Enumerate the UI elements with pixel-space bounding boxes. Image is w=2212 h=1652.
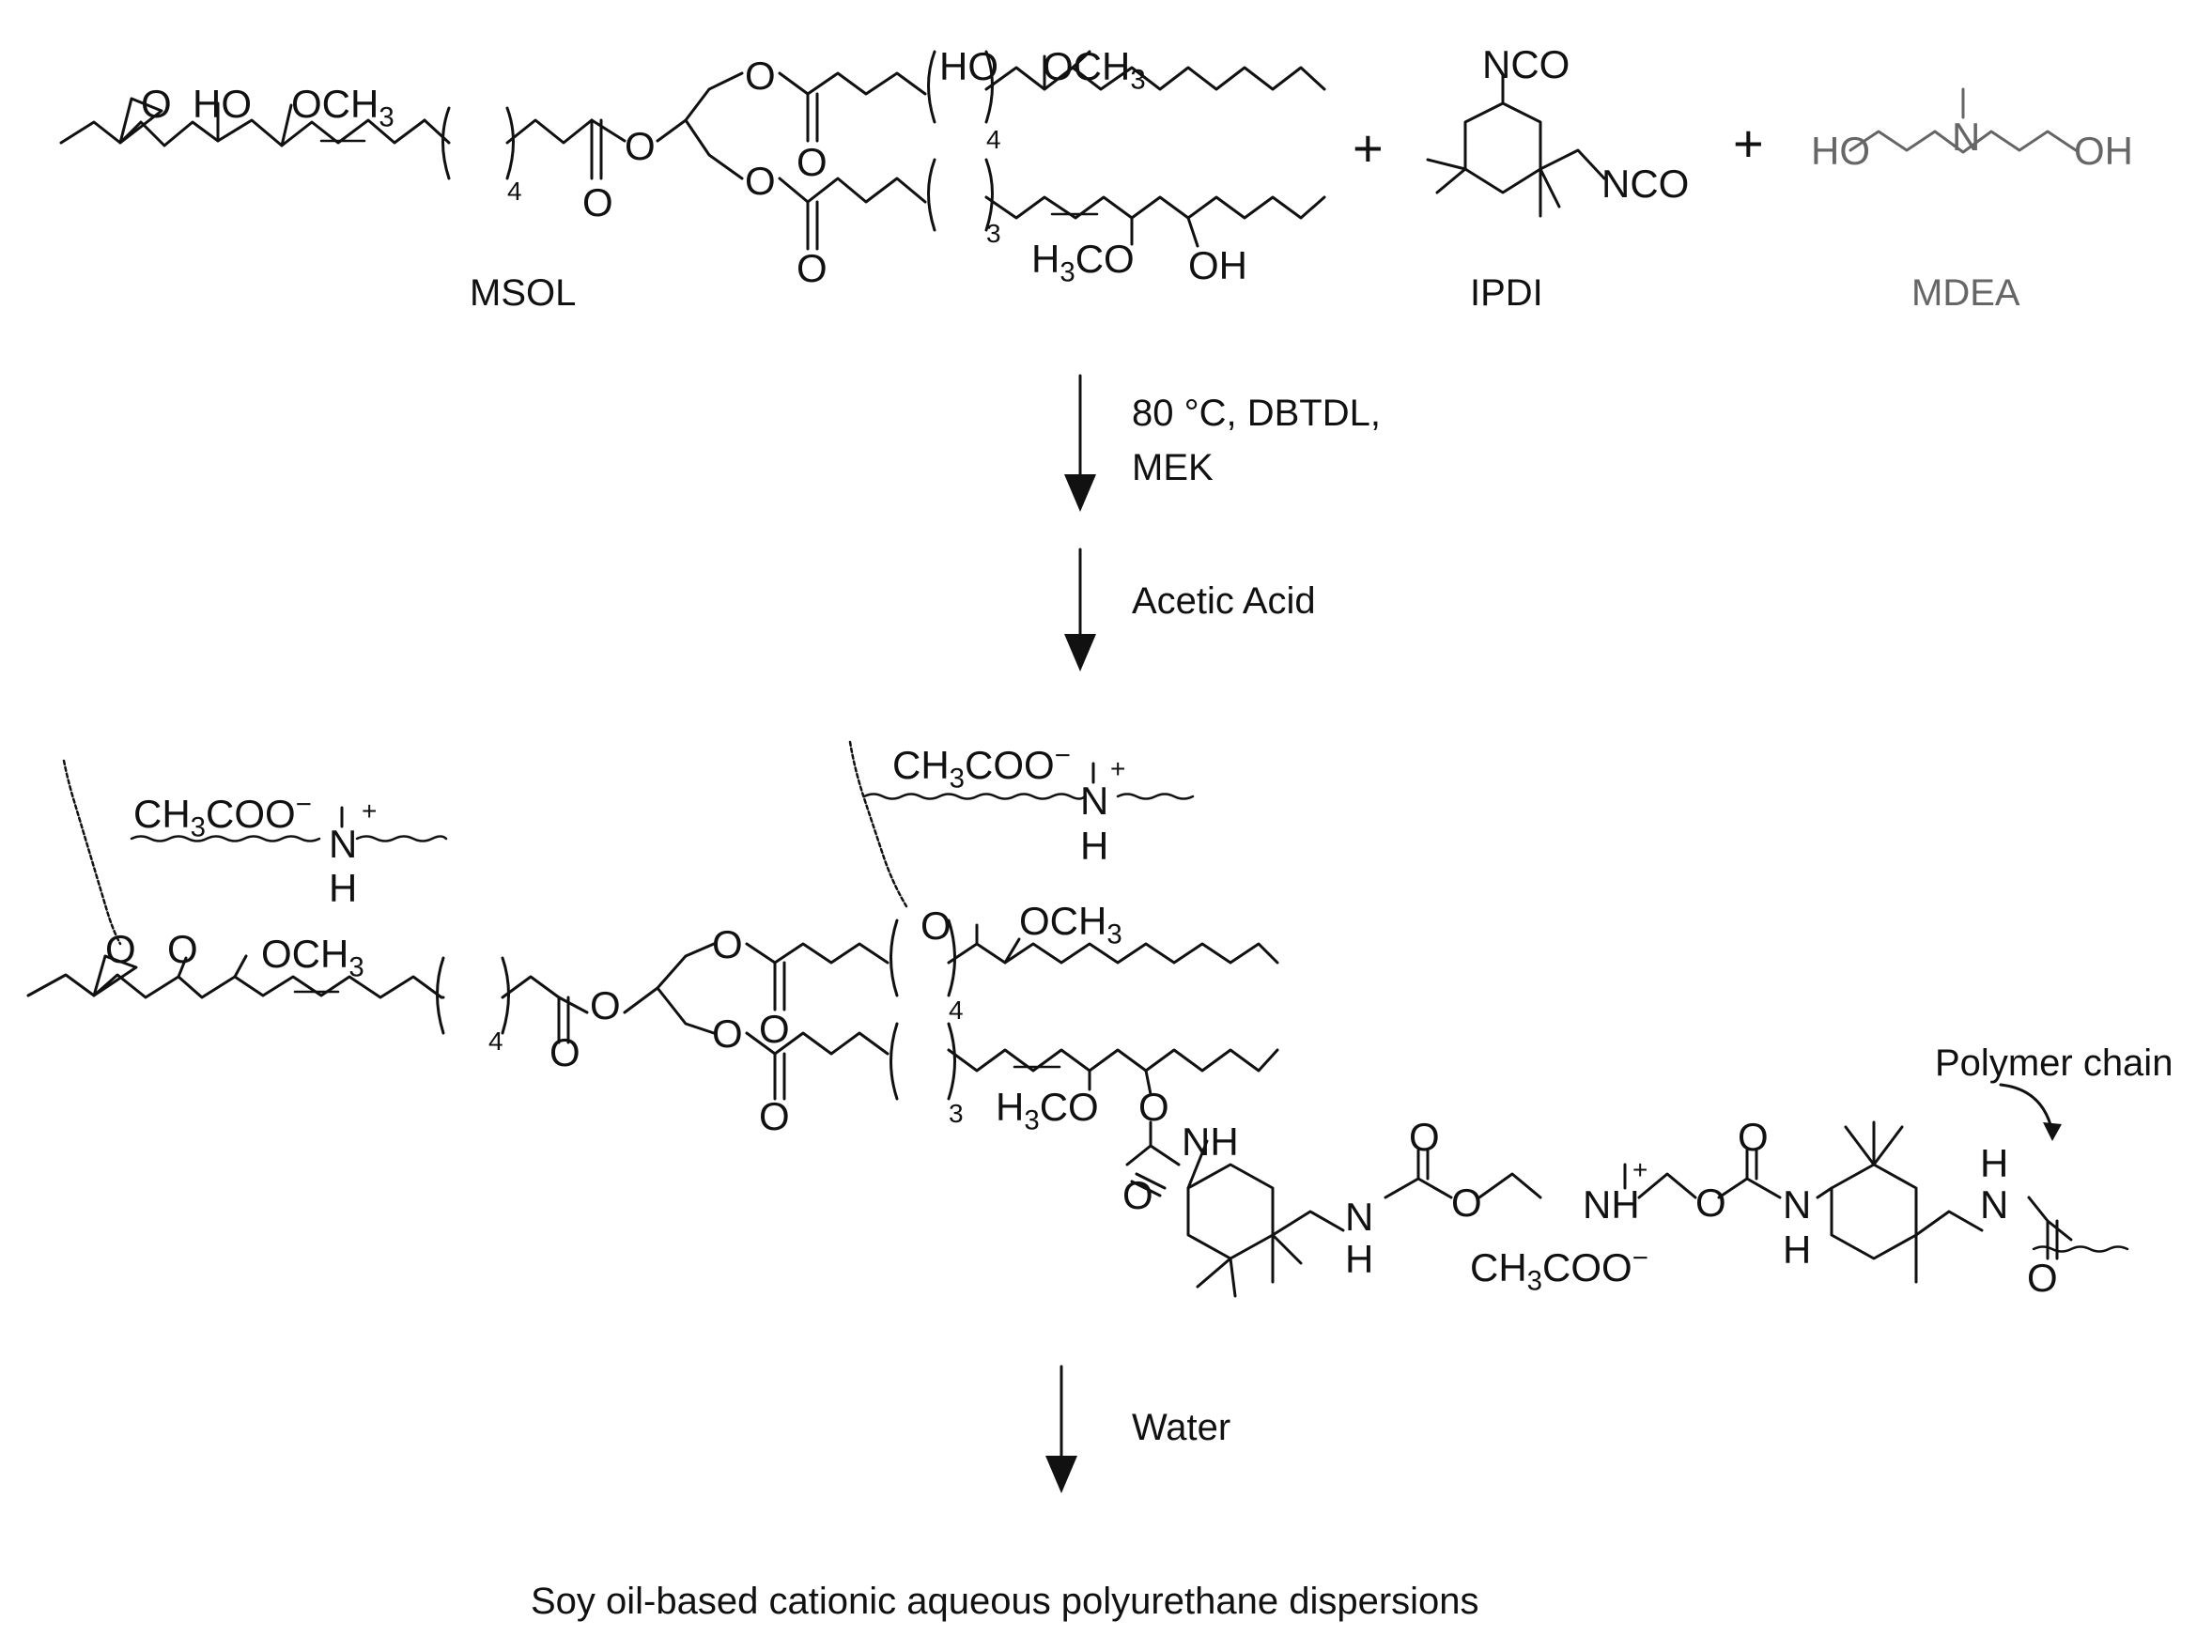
product-o-link-left: O (167, 927, 198, 971)
ipdi-skeleton (1426, 73, 1606, 218)
mdea-n: N (1952, 115, 1981, 159)
msol-sub4-left: 4 (507, 177, 522, 206)
product-plus-mid: + (1632, 1155, 1648, 1184)
product-h-top: H (1080, 824, 1109, 868)
product-n-3: N (1783, 1182, 1812, 1227)
product-skeleton (26, 740, 2129, 1298)
ipdi-name: IPDI (1470, 272, 1543, 314)
product-n-top: N (1080, 779, 1109, 823)
product-h-3: H (1783, 1227, 1812, 1272)
step1-conditions-line2: MEK (1132, 447, 1214, 488)
msol-ho-top: HO (939, 44, 998, 88)
msol-oh-bottom: OH (1188, 243, 1247, 287)
msol-o-carbonyl-left: O (582, 180, 613, 224)
product-o-link-top: O (920, 903, 951, 948)
plus-sign-2: + (1733, 114, 1764, 173)
ipdi-nco-right: NCO (1601, 162, 1690, 206)
ipdi-nco-top: NCO (1482, 42, 1570, 86)
product-h-4: H (1980, 1141, 2009, 1185)
product-o-ester-left: O (590, 983, 621, 1027)
msol-ho-left: HO (193, 82, 252, 126)
product-o-carbonyl-left: O (549, 1030, 580, 1074)
product-o-epoxide: O (105, 927, 136, 971)
product-h-left: H (329, 866, 358, 910)
product-h-2: H (1345, 1237, 1374, 1281)
mdea-ho: HO (1811, 129, 1870, 173)
mdea-oh: OH (2074, 129, 2133, 173)
product-sub4-left: 4 (488, 1027, 503, 1056)
product-o-carbonyl-top: O (759, 1007, 790, 1051)
product-acetate-bottom: CH3COO− (1470, 1243, 1648, 1297)
plus-sign-1: + (1353, 118, 1384, 178)
msol-sub4-top: 4 (986, 125, 1001, 154)
product-plus-left: + (362, 796, 378, 826)
msol-h3co-bottom: H3CO (1031, 237, 1135, 288)
product-o-carbonyl-4: O (2027, 1256, 2058, 1300)
product-n-2: N (1345, 1195, 1374, 1239)
msol-o-ester-left: O (625, 124, 656, 168)
product-o-ester-2: O (1451, 1181, 1482, 1225)
msol-o-ester-bottom: O (745, 159, 776, 203)
product-acetate-top: CH3COO− (892, 740, 1071, 795)
product-o-carbamate-1: O (1122, 1173, 1153, 1217)
product-nh-plus: NH (1583, 1182, 1640, 1227)
msol-o-carbonyl-bottom: O (797, 246, 828, 290)
msol-o-carbonyl-top: O (797, 140, 828, 184)
step2-reagent: Acetic Acid (1132, 580, 1316, 622)
final-product-label: Soy oil-based cationic aqueous polyureth… (531, 1581, 1479, 1622)
mdea-skeleton (1848, 87, 2078, 154)
msol-och3-left: OCH3 (291, 82, 394, 133)
msol-sub3-bottom: 3 (986, 219, 1001, 248)
step3-reagent: Water (1132, 1407, 1231, 1448)
msol-skeleton (59, 50, 1326, 251)
step1-conditions-line1: 80 °C, DBTDL, (1132, 393, 1381, 434)
mdea-name: MDEA (1911, 272, 2020, 314)
msol-o-ester-top: O (745, 54, 776, 98)
product-nh-1: NH (1182, 1119, 1239, 1164)
product-o-ester-bottom: O (712, 1011, 743, 1056)
msol-o-epoxide: O (141, 82, 172, 126)
product-o-ester-3: O (1695, 1181, 1726, 1225)
product-o-ester-top: O (712, 922, 743, 966)
msol-och3-top: OCH3 (1043, 44, 1146, 96)
product-o-carbonyl-3: O (1738, 1115, 1769, 1159)
product-o-urethane: O (1138, 1085, 1169, 1129)
product-h3co-bottom: H3CO (996, 1085, 1099, 1136)
product-sub4-top: 4 (949, 996, 964, 1025)
product-o-carbonyl-2: O (1409, 1115, 1440, 1159)
msol-name: MSOL (470, 272, 577, 314)
product-acetate-left: CH3COO− (133, 789, 312, 843)
polymer-chain-label: Polymer chain (1935, 1042, 2173, 1084)
product-n-left: N (329, 822, 358, 866)
product-n-4: N (1980, 1182, 2009, 1227)
product-sub3-bottom: 3 (949, 1099, 964, 1128)
product-o-carbonyl-bottom: O (759, 1094, 790, 1138)
product-och3-left: OCH3 (261, 932, 364, 983)
product-och3-top: OCH3 (1019, 899, 1122, 950)
product-plus-top: + (1110, 754, 1126, 783)
